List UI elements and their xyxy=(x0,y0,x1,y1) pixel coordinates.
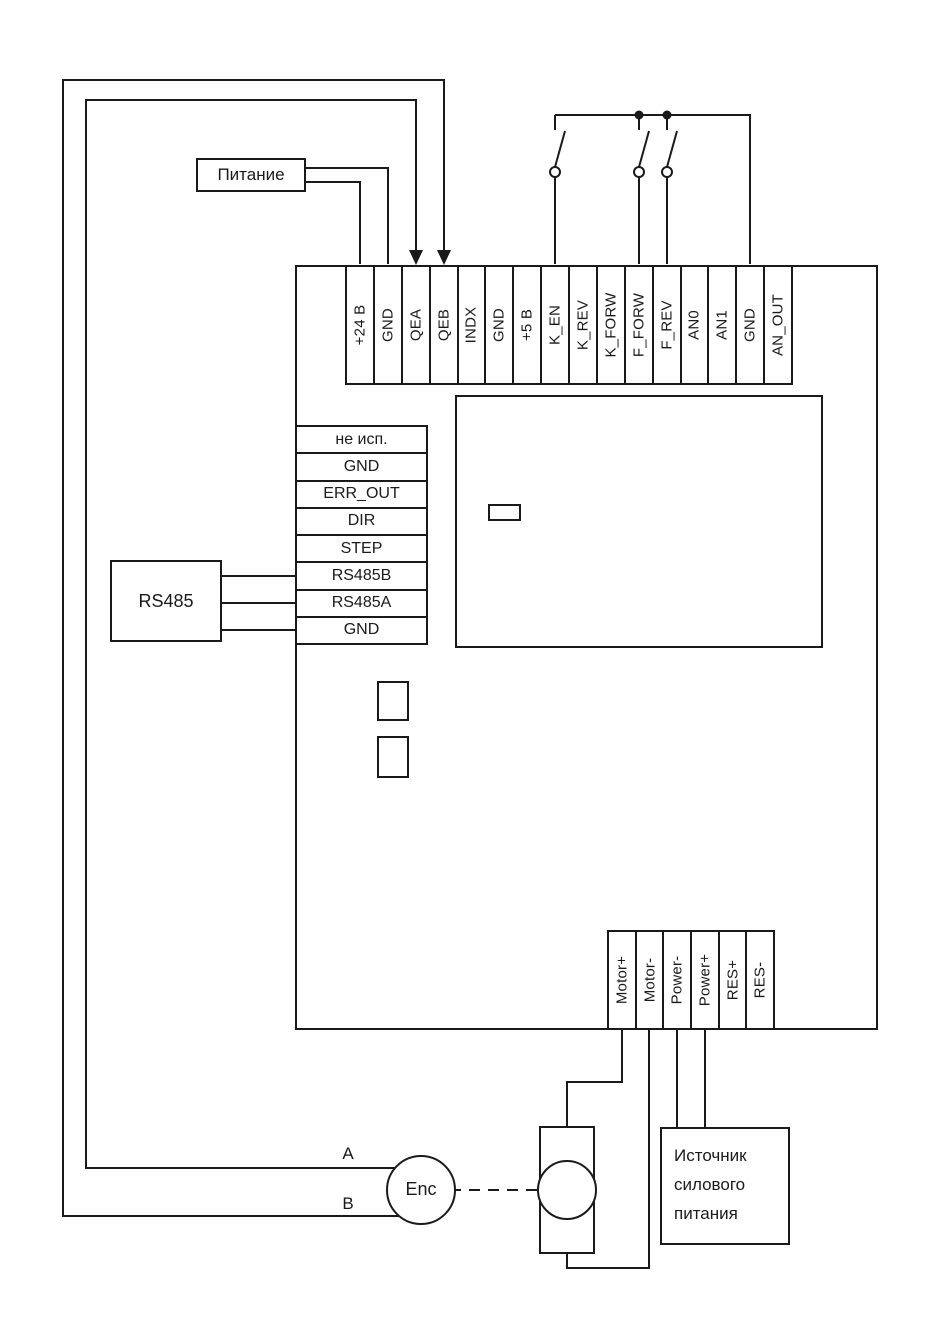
power-source-line: силового xyxy=(674,1175,746,1194)
terminal-24v: +24 В xyxy=(345,265,375,385)
terminal-label: Motor- xyxy=(641,957,658,1003)
terminal-f-rev: F_REV xyxy=(651,265,682,385)
terminal-column-left: не исп. GND ERR_OUT DIR STEP RS485B RS48… xyxy=(295,425,428,645)
terminal-label: Power+ xyxy=(696,953,714,1007)
terminal-label: F_REV xyxy=(658,300,676,350)
terminal-indx: INDX xyxy=(456,265,487,385)
component-block-1 xyxy=(377,681,409,721)
terminal-rs485b: RS485B xyxy=(295,561,428,591)
terminal-label: F_FORW xyxy=(630,292,648,358)
encoder-channel-b-label: B xyxy=(342,1194,354,1213)
terminal-k-rev: K_REV xyxy=(568,265,598,385)
terminal-not-used: не исп. xyxy=(295,425,428,455)
terminal-k-en: K_EN xyxy=(540,265,570,385)
terminal-step: STEP xyxy=(295,534,428,564)
chip-area xyxy=(455,395,823,648)
terminal-label: GND xyxy=(379,308,397,342)
terminal-gnd-3: GND xyxy=(735,265,766,385)
terminal-label: INDX xyxy=(462,306,480,344)
rs485-block-label: RS485 xyxy=(138,590,194,611)
terminal-label: AN0 xyxy=(685,310,703,340)
motor-symbol xyxy=(537,1126,597,1254)
switch-k-en-icon xyxy=(549,115,566,264)
terminal-label: K_FORW xyxy=(602,292,620,358)
rs485-block: RS485 xyxy=(110,560,222,642)
terminal-label: RES+ xyxy=(724,959,742,1001)
terminal-label: QEA xyxy=(407,308,425,342)
switch-f-rev-icon xyxy=(661,115,678,264)
power-block: Питание xyxy=(196,158,306,192)
terminal-res-minus: RES- xyxy=(745,930,776,1030)
terminal-motor-minus: Motor- xyxy=(634,930,665,1030)
terminal-label: Motor+ xyxy=(613,955,631,1005)
power-block-label: Питание xyxy=(217,165,285,184)
terminal-label: RES- xyxy=(751,961,769,999)
terminal-label: GND xyxy=(490,308,508,342)
terminal-label: Power- xyxy=(668,955,686,1005)
encoder-symbol xyxy=(386,1155,456,1225)
arrow-down-icon xyxy=(437,250,451,265)
terminal-label: +5 В xyxy=(518,308,536,342)
motor-wires xyxy=(566,1030,650,1269)
power-source-block: Источник силового питания xyxy=(660,1127,790,1245)
terminal-gnd-left-1: GND xyxy=(295,452,428,482)
switch-f-forw-icon xyxy=(633,115,650,264)
terminal-gnd-left-2: GND xyxy=(295,615,428,645)
terminal-label: QEB xyxy=(435,308,453,342)
power-source-line: Источник xyxy=(674,1146,747,1165)
terminal-label: K_REV xyxy=(574,299,592,351)
terminal-k-forw: K_FORW xyxy=(595,265,626,385)
terminal-an-out: AN_OUT xyxy=(763,265,793,385)
rs485-wires xyxy=(222,575,296,631)
terminal-power-plus: Power+ xyxy=(690,930,720,1030)
terminal-power-minus: Power- xyxy=(662,930,693,1030)
power-supply-wires xyxy=(304,167,389,264)
power-source-line: питания xyxy=(674,1204,738,1223)
terminal-qeb: QEB xyxy=(428,265,459,385)
terminal-label: AN_OUT xyxy=(769,293,787,357)
terminal-f-forw: F_FORW xyxy=(623,265,654,385)
terminal-qea: QEA xyxy=(400,265,431,385)
terminal-res-plus: RES+ xyxy=(717,930,748,1030)
encoder-wire-a xyxy=(85,99,423,1169)
terminal-5v: +5 В xyxy=(512,265,543,385)
encoder-channel-a-label: A xyxy=(342,1144,354,1163)
terminal-label: K_EN xyxy=(546,305,564,345)
terminal-motor-plus: Motor+ xyxy=(607,930,637,1030)
chip-marker xyxy=(488,504,521,521)
terminal-label: GND xyxy=(741,308,759,342)
switch-rail xyxy=(555,110,751,264)
terminal-gnd-2: GND xyxy=(484,265,515,385)
terminal-dir: DIR xyxy=(295,506,428,536)
terminal-err-out: ERR_OUT xyxy=(295,479,428,509)
terminal-row-top: +24 В GND QEA QEB INDX GND +5 В K_EN K_R… xyxy=(345,265,793,385)
terminal-an0: AN0 xyxy=(679,265,710,385)
terminal-label: AN1 xyxy=(713,310,731,340)
arrow-down-icon xyxy=(409,250,423,265)
terminal-row-bottom: Motor+ Motor- Power- Power+ RES+ RES- xyxy=(607,930,776,1030)
terminal-an1: AN1 xyxy=(707,265,738,385)
terminal-label: +24 В xyxy=(351,304,369,346)
terminal-gnd-1: GND xyxy=(372,265,403,385)
terminal-rs485a: RS485A xyxy=(295,588,428,618)
component-block-2 xyxy=(377,736,409,778)
encoder-label: Enc xyxy=(405,1179,437,1199)
encoder-wire-b xyxy=(62,79,451,1217)
power-source-wires xyxy=(676,1030,706,1127)
